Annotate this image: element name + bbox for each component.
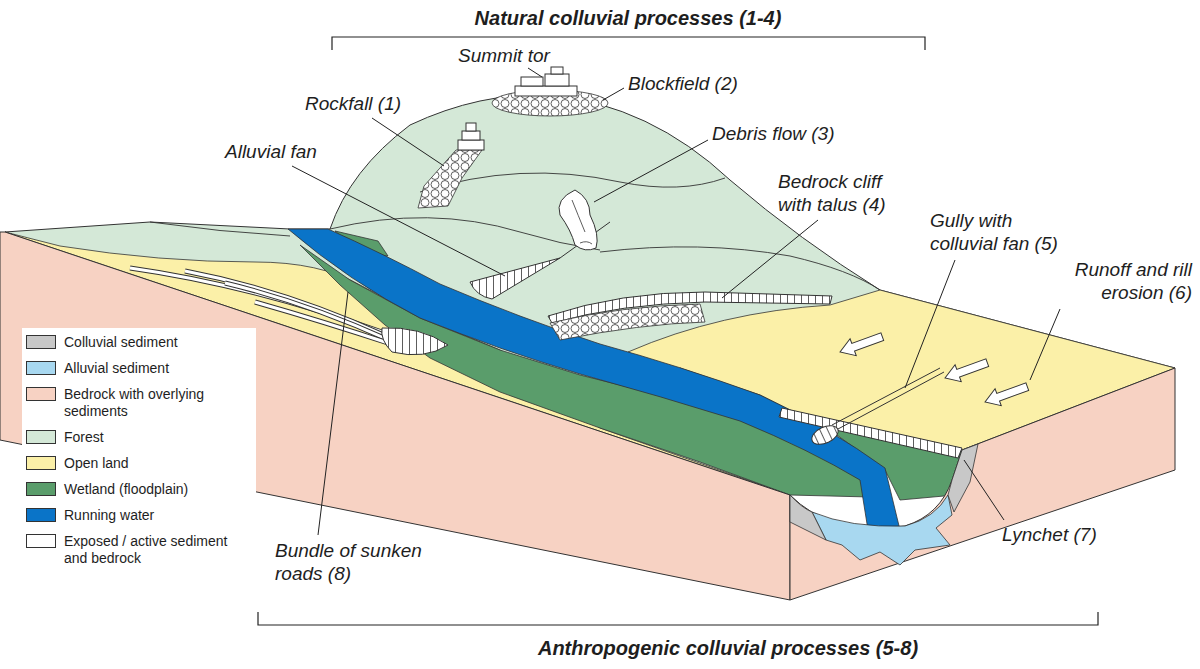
legend-row: Forest [26,429,252,446]
legend-swatch [26,534,56,548]
legend-row: Colluvial sediment [26,334,252,351]
leader-line [594,140,708,202]
alluvial-sediment [812,495,952,565]
leader-line [292,166,505,276]
leader-lines [292,68,1060,535]
bracket [332,37,925,50]
colluvial-fan [809,422,841,448]
process-label: Lynchet (7) [1002,523,1097,546]
legend-text: Colluvial sediment [64,334,252,351]
group-heading: Natural colluvial processes (1-4) [475,6,782,30]
rock-block [551,67,563,74]
legend-row: Running water [26,507,252,524]
road-fan [382,328,448,355]
debris-flow-lines [572,200,592,244]
rockfall-outcrop [458,123,484,150]
legend-text: Bedrock with overlying sediments [64,386,252,420]
alluvial-fan [470,258,560,299]
legend-text: Alluvial sediment [64,360,252,377]
leader-line [318,292,348,535]
leader-line [528,68,542,77]
legend-swatch [26,361,56,375]
bedrock-face-right [790,368,1175,600]
process-label: Bedrock cliff with talus (4) [778,170,903,216]
legend-swatch [26,387,56,401]
process-label: Debris flow (3) [712,122,834,145]
legend-swatch [26,430,56,444]
runoff-arrows [837,328,1030,410]
legend-row: Exposed / active sediment and bedrock [26,533,252,567]
lynchet [779,408,962,458]
legend-text: Wetland (floodplain) [64,481,252,498]
talus-slope [550,304,705,340]
legend-row: Alluvial sediment [26,360,252,377]
colluvial-sediment [790,495,826,540]
legend-row: Open land [26,455,252,472]
leader-line [905,260,955,388]
legend-swatch [26,456,56,470]
leader-line [1030,309,1060,380]
rock-block [521,77,543,86]
gully [832,368,944,429]
legend-swatch [26,508,56,522]
process-label: Alluvial fan [225,140,317,163]
process-label: Bundle of sunken roads (8) [275,539,425,585]
runoff-arrow [942,354,990,386]
leader-line [372,118,444,166]
process-label: Runoff and rill erosion (6) [1042,258,1192,304]
process-label: Summit tor [458,44,550,67]
rock-block [462,131,480,140]
rockfall-deposit [418,150,482,208]
leader-line [603,88,624,100]
ridge-line [150,222,290,236]
rock-block [458,140,484,150]
colluvial-sediment [948,444,978,512]
rock-block [466,123,476,131]
runoff-arrow [982,378,1030,410]
legend-text: Forest [64,429,252,446]
bracket [258,612,1098,625]
legend-box: Colluvial sedimentAlluvial sedimentBedro… [22,328,256,573]
legend-row: Bedrock with overlying sediments [26,386,252,420]
runoff-arrow [837,328,885,360]
process-label: Blockfield (2) [628,72,738,95]
ridge-line [420,173,725,192]
legend-text: Running water [64,507,252,524]
debris-flow [559,190,597,250]
legend-text: Open land [64,455,252,472]
leader-line [722,220,818,298]
rock-block [545,74,569,86]
legend-swatch [26,482,56,496]
leader-line [964,460,1004,520]
bedrock-face-left [0,232,790,600]
rock-block [515,86,577,96]
legend-text: Exposed / active sediment and bedrock [64,533,252,567]
process-label: Rockfall (1) [305,92,401,115]
legend-swatch [26,335,56,349]
summit-tor [515,67,577,96]
legend-row: Wetland (floodplain) [26,481,252,498]
process-label: Gully with colluvial fan (5) [930,209,1070,255]
group-heading: Anthropogenic colluvial processes (5-8) [538,636,918,660]
